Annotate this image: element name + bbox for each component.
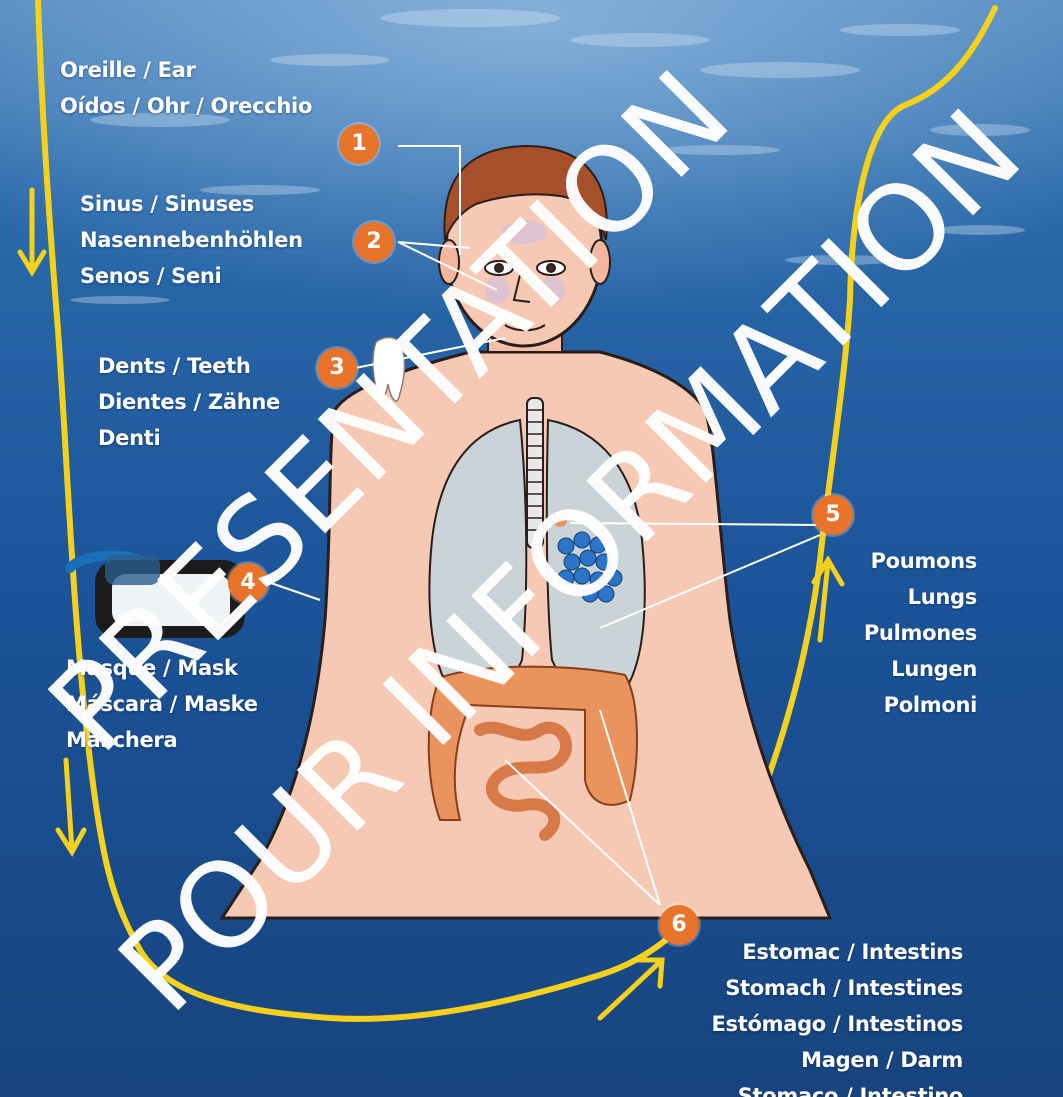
label-lungs: Poumons Lungs Pulmones Lungen Polmoni [864, 543, 977, 723]
label-lungs-line: Pulmones [864, 615, 977, 651]
marker-2: 2 [354, 222, 394, 262]
label-stomach-line: Estomac / Intestins [712, 934, 963, 970]
label-sinus-line: Senos / Seni [80, 258, 303, 294]
label-stomach-line: Stomach / Intestines [712, 970, 963, 1006]
label-lungs-line: Poumons [864, 543, 977, 579]
label-teeth-line: Dientes / Zähne [98, 384, 280, 420]
label-sinus: Sinus / Sinuses Nasennebenhöhlen Senos /… [80, 186, 303, 294]
label-ear-line: Oídos / Ohr / Orecchio [60, 88, 312, 124]
label-lungs-line: Lungs [864, 579, 977, 615]
label-teeth: Dents / Teeth Dientes / Zähne Denti [98, 348, 280, 456]
label-teeth-line: Dents / Teeth [98, 348, 280, 384]
label-lungs-line: Polmoni [864, 687, 977, 723]
marker-5: 5 [813, 495, 853, 535]
label-stomach: Estomac / Intestins Stomach / Intestines… [712, 934, 963, 1097]
label-stomach-line: Magen / Darm [712, 1042, 963, 1078]
label-sinus-line: Sinus / Sinuses [80, 186, 303, 222]
label-stomach-line: Estómago / Intestinos [712, 1006, 963, 1042]
marker-6: 6 [659, 905, 699, 945]
marker-1: 1 [339, 124, 379, 164]
label-lungs-line: Lungen [864, 651, 977, 687]
label-stomach-line: Stomaco / Intestino [712, 1078, 963, 1097]
label-ear: Oreille / Ear Oídos / Ohr / Orecchio [60, 52, 312, 124]
label-sinus-line: Nasennebenhöhlen [80, 222, 303, 258]
label-ear-line: Oreille / Ear [60, 52, 312, 88]
